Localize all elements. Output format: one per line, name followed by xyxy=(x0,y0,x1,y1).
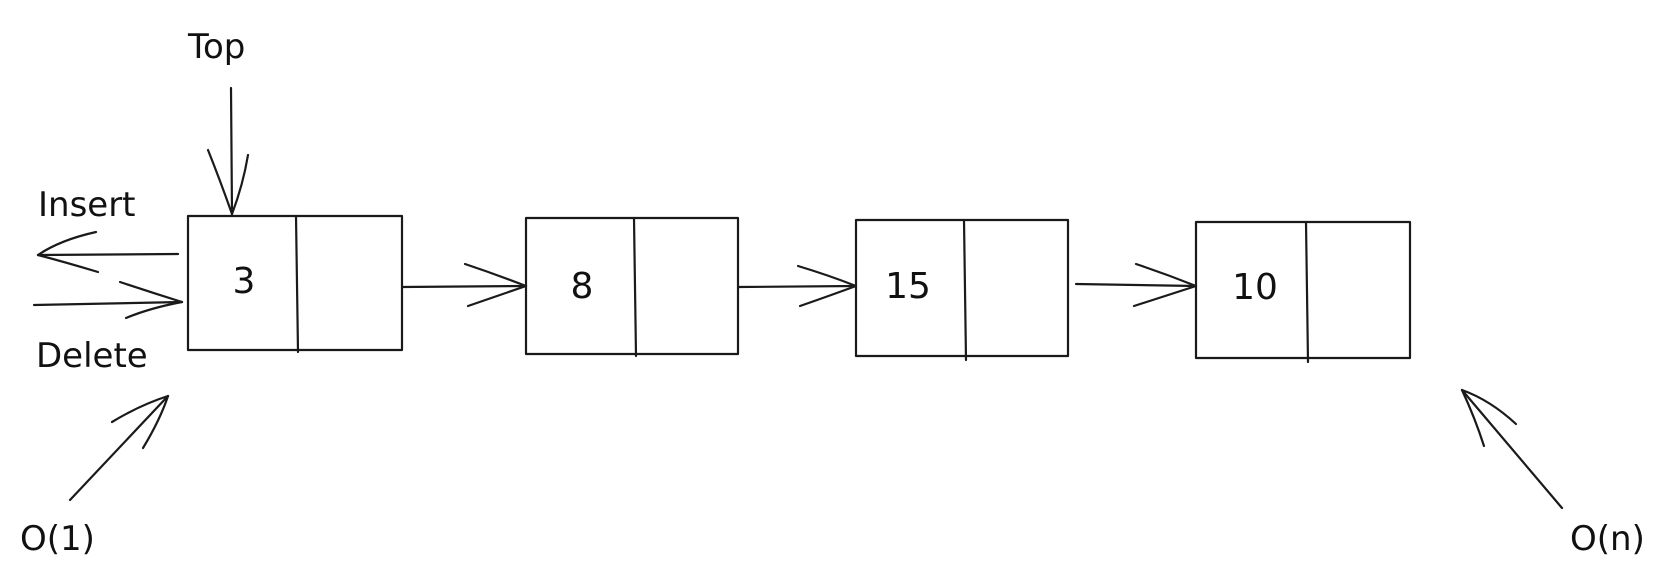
node-1: 3 xyxy=(186,214,404,354)
link-arrow-3 xyxy=(1074,262,1198,308)
on-arrow xyxy=(1460,388,1564,510)
node-value: 3 xyxy=(233,261,256,302)
insert-label: Insert xyxy=(38,185,136,225)
node-box xyxy=(1194,220,1412,360)
node-2: 8 xyxy=(524,216,740,358)
link-arrow-2 xyxy=(736,264,858,308)
delete-arrow xyxy=(32,280,184,320)
insert-arrow xyxy=(36,230,180,274)
node-divider xyxy=(1304,220,1310,364)
node-divider xyxy=(962,218,968,362)
node-4: 10 xyxy=(1194,220,1412,364)
node-box xyxy=(854,218,1070,358)
node-divider xyxy=(294,214,300,354)
node-value: 10 xyxy=(1232,267,1278,308)
delete-label: Delete xyxy=(36,336,148,376)
o1-arrow xyxy=(68,394,170,502)
node-value: 15 xyxy=(885,266,931,307)
node-box xyxy=(524,216,740,356)
node-box xyxy=(186,214,404,352)
top-label: Top xyxy=(187,27,245,67)
link-arrow-1 xyxy=(400,262,528,308)
node-divider xyxy=(632,216,638,358)
node-3: 15 xyxy=(854,218,1070,362)
o1-label: O(1) xyxy=(20,519,95,559)
top-arrow xyxy=(206,86,250,216)
on-label: O(n) xyxy=(1570,519,1645,559)
node-value: 8 xyxy=(571,266,594,307)
